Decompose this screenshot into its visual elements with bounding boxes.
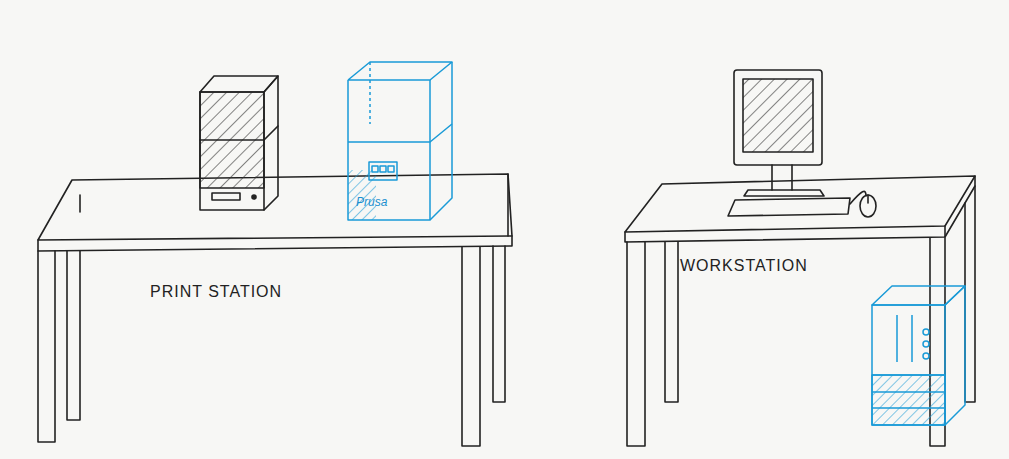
printer-shelf [200,126,278,140]
mouse-button [867,195,869,203]
tower-button [923,329,929,335]
monitor-screen [743,79,813,152]
work-table [625,176,975,446]
table-leg [67,251,80,420]
tower-top [872,286,965,305]
printer-sketch [200,76,278,210]
printer-shelf [348,124,452,142]
tower-vent [872,375,945,425]
monitor-base [744,190,824,196]
table-edge [625,226,945,242]
printer-button [252,195,256,199]
tower-button [923,341,929,347]
display-key [380,166,386,172]
monitor-stand [772,165,792,190]
table-mark [79,195,81,212]
brand-label: Prusa [356,195,387,209]
table-top [38,174,512,240]
printer-edge [369,62,371,124]
printer-box: Prusa [345,58,455,224]
printer-side [264,76,278,210]
printer-frame [200,92,264,210]
station-label: WORKSTATION [680,257,808,275]
tower-bay [897,315,912,362]
tower-button [923,353,929,359]
table-leg [627,242,645,446]
keyboard [728,198,850,216]
table-edge [38,236,512,251]
tower-front [872,305,945,425]
printer-display [369,162,397,180]
table-edge [507,174,509,236]
table-top [625,176,975,232]
monitor-frame [734,70,822,165]
table-leg [965,186,975,402]
table-leg [493,246,505,402]
display-key [388,166,394,172]
table-leg [462,247,480,446]
table-leg [38,251,55,442]
tower-side [945,286,965,425]
printer-side [430,62,452,220]
computer-sketch [728,70,876,217]
table-edge [945,176,975,237]
printer-slot [212,193,240,200]
table-leg [665,242,678,402]
tower-grid [872,392,945,408]
mouse [860,195,876,217]
display-key [372,166,378,172]
station-label: PRINT STATION [150,283,282,301]
printer-front [348,80,430,220]
pc-tower [872,286,965,425]
printer-top [348,62,452,80]
print-table [38,174,512,446]
